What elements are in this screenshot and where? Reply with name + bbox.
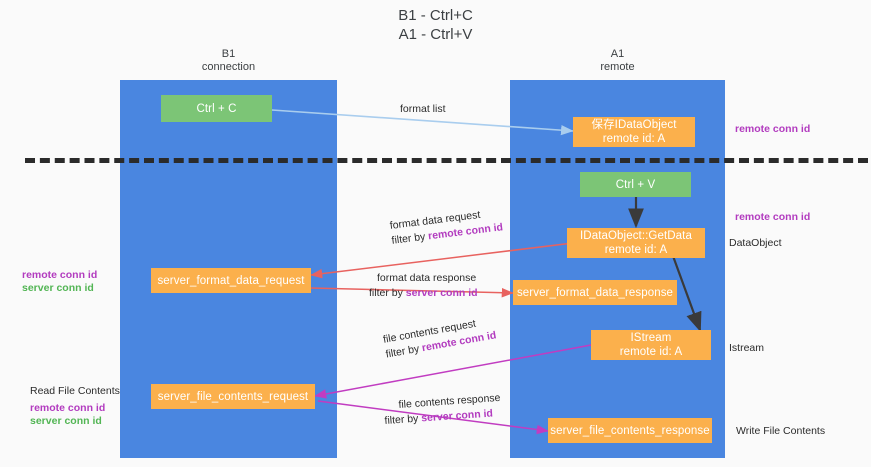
annotation-read-file-contents: Read File Contents — [30, 385, 120, 397]
box-idataobject-getdata[interactable]: IDataObject::GetData remote id: A — [567, 228, 705, 258]
annotation-left-bottom-server-conn-id: server conn id — [30, 415, 102, 427]
edge-label-file-contents-response-filter-key: server conn id — [420, 407, 494, 425]
page-title: B1 - Ctrl+C A1 - Ctrl+V — [398, 7, 473, 43]
divider-dashed-line — [25, 158, 868, 163]
edge-label-format-list: format list — [400, 103, 446, 115]
box-save-idataobject[interactable]: 保存IDataObject remote id: A — [573, 117, 695, 147]
box-ctrl-c[interactable]: Ctrl + C — [161, 95, 272, 122]
box-server-file-contents-response[interactable]: server_file_contents_response — [548, 418, 712, 443]
annotation-dataobject: DataObject — [729, 237, 782, 249]
box-ctrl-v[interactable]: Ctrl + V — [580, 172, 691, 197]
edge-label-format-data-request: format data request filter by remote con… — [389, 205, 504, 248]
box-server-file-contents-request[interactable]: server_file_contents_request — [151, 384, 315, 409]
edge-label-format-data-request-filter-prefix: filter by — [390, 230, 429, 247]
edge-label-file-contents-response-filter-prefix: filter by — [384, 412, 422, 427]
annotation-left-remote-conn-id: remote conn id — [22, 269, 98, 281]
edge-label-format-data-response-text: format data response — [377, 272, 477, 284]
box-server-format-data-response[interactable]: server_format_data_response — [513, 280, 677, 305]
column-heading-left: B1 connection — [201, 48, 256, 73]
annotation-istream: Istream — [729, 342, 765, 354]
annotation-right-top-remote-conn-id: remote conn id — [735, 123, 811, 135]
edge-label-format-data-response: format data response filter by server co… — [369, 271, 478, 301]
annotation-write-file-contents: Write File Contents — [736, 425, 826, 437]
box-server-format-data-request[interactable]: server_format_data_request — [151, 268, 311, 293]
annotation-left-bottom-remote-conn-id: remote conn id — [30, 402, 106, 414]
annotation-left-server-conn-id: server conn id — [22, 282, 94, 294]
column-heading-right: A1 remote — [600, 48, 635, 73]
box-istream[interactable]: IStream remote id: A — [591, 330, 711, 360]
edge-label-file-contents-request: file contents request filter by remote c… — [382, 314, 498, 363]
edge-label-format-data-response-filter-prefix: filter by — [369, 287, 406, 299]
annotation-right-mid-remote-conn-id: remote conn id — [735, 211, 811, 223]
edge-label-file-contents-response: file contents response filter by server … — [384, 391, 502, 428]
edge-label-format-data-response-filter-key: server conn id — [405, 287, 478, 299]
